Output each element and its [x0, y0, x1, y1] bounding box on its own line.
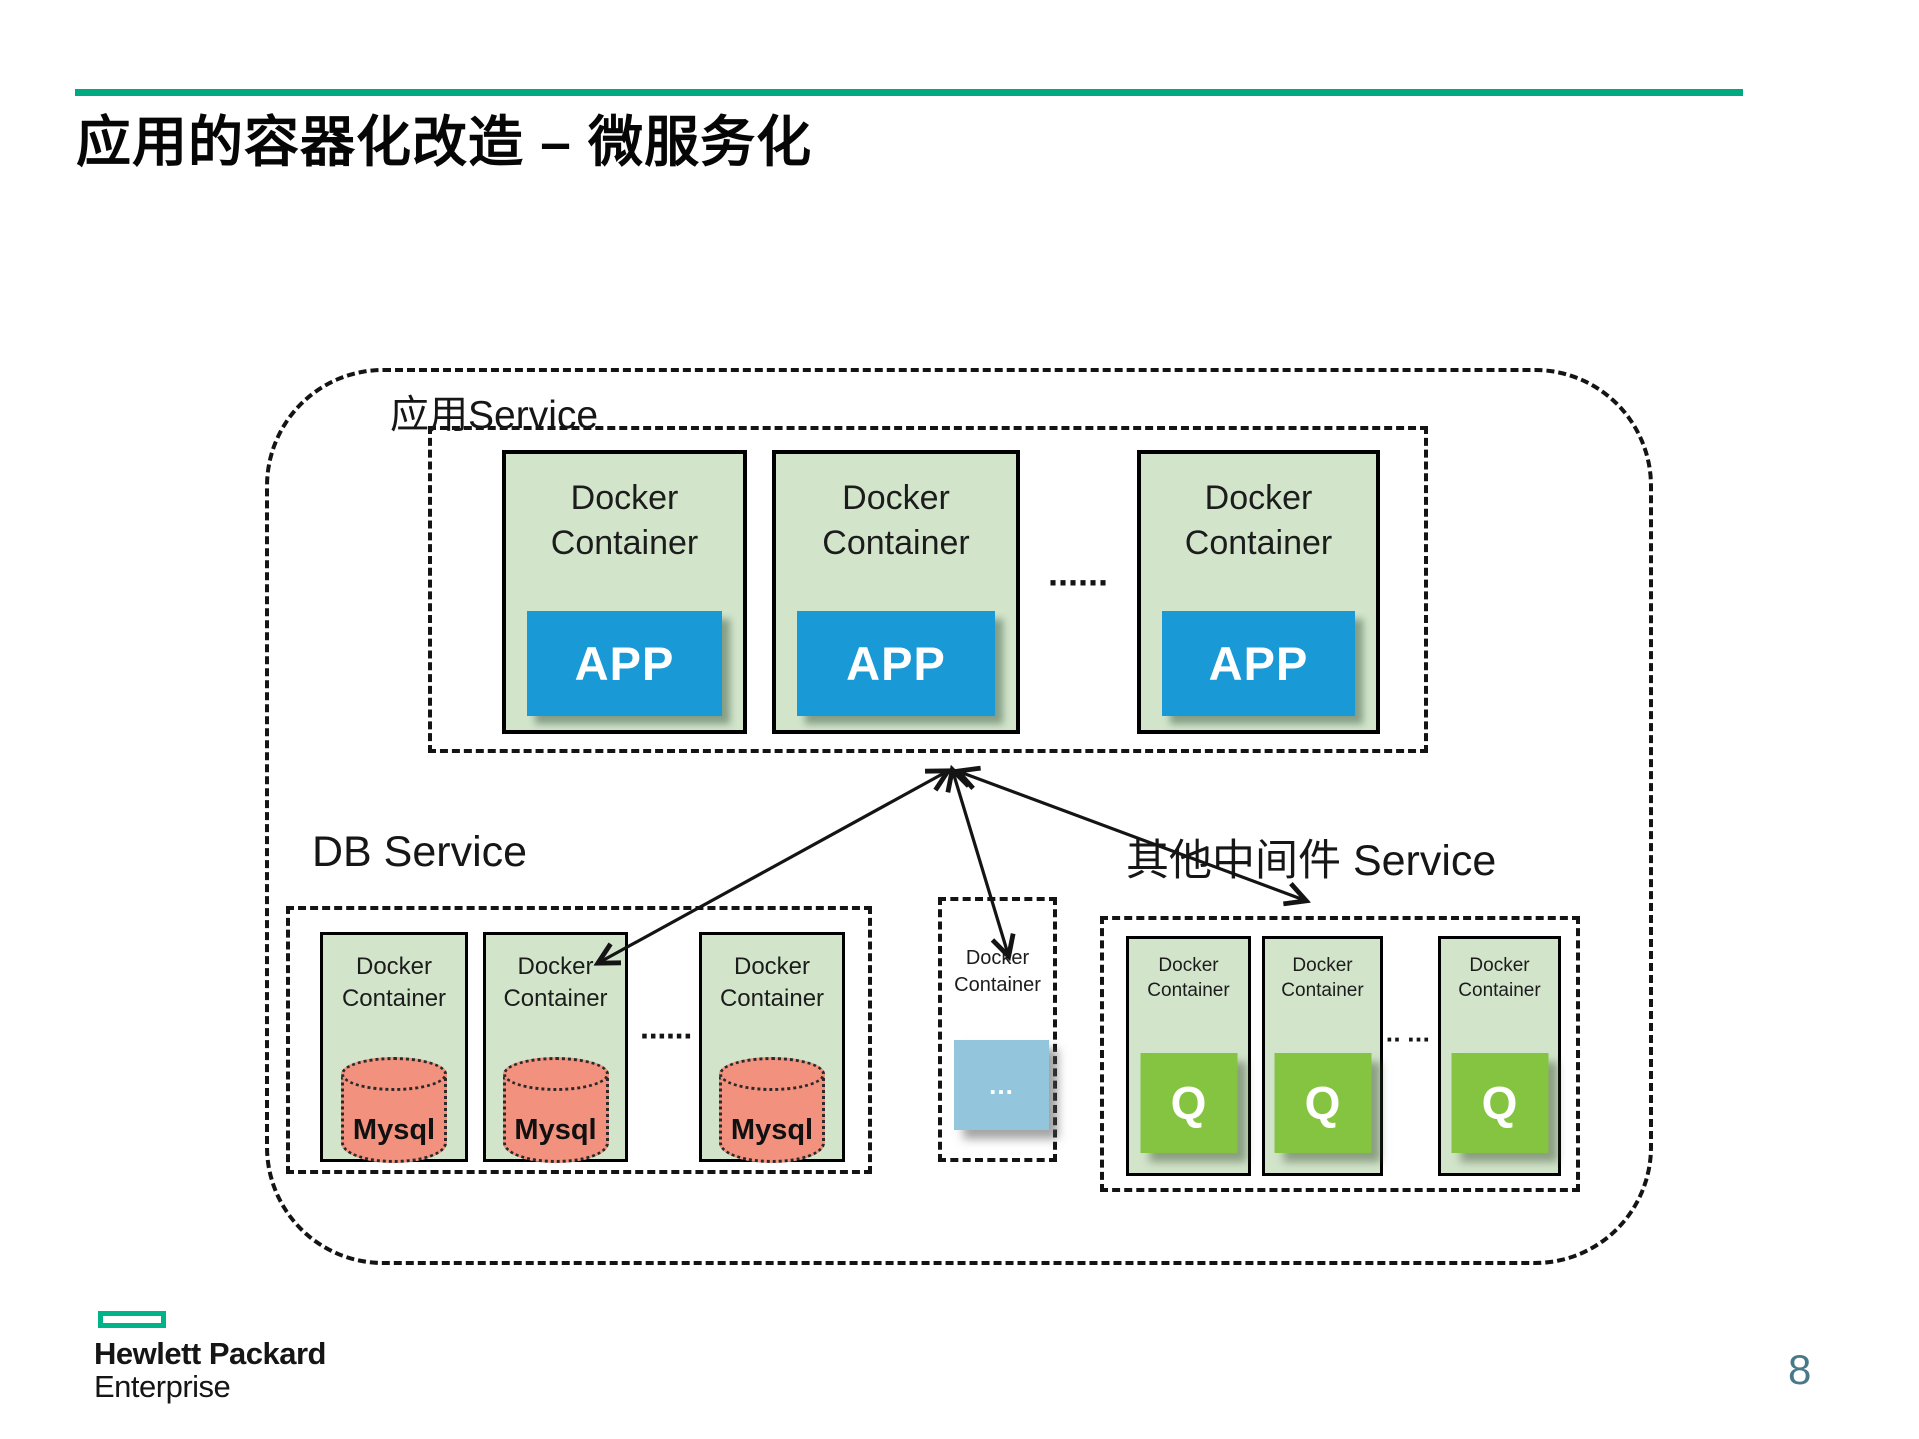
queue-box-3: Q — [1451, 1053, 1548, 1153]
middleware-docker-container: Docker Container ... — [938, 897, 1057, 1162]
accent-line — [75, 89, 1743, 96]
mq-docker-container-2: Docker Container Q — [1262, 936, 1383, 1176]
queue-box-label: Q — [1481, 1077, 1518, 1129]
db-service-label: DB Service — [312, 828, 528, 876]
app-docker-container-1: Docker Container APP — [502, 450, 747, 734]
docker-container-title: Docker Container — [503, 953, 608, 1012]
page-number: 8 — [1788, 1346, 1812, 1393]
app-docker-container-3: Docker Container APP — [1137, 450, 1380, 734]
db-service-group — [286, 906, 872, 1174]
db-ellipsis: ······ — [640, 1018, 694, 1054]
mq-docker-container-3: Docker Container Q — [1438, 936, 1561, 1176]
mysql-cylinder-2: Mysql — [502, 1057, 609, 1163]
microservices-boundary — [265, 368, 1653, 1265]
queue-box-2: Q — [1274, 1053, 1371, 1153]
page-title: 应用的容器化改造 – 微服务化 — [76, 111, 813, 173]
mq-service-group — [1100, 916, 1580, 1192]
db-docker-container-1: Docker Container Mysql — [320, 932, 468, 1163]
app-ellipsis: ······ — [1048, 562, 1110, 603]
app-box-label: APP — [1208, 637, 1309, 690]
queue-box-label: Q — [1170, 1077, 1207, 1129]
mysql-cylinder-3: Mysql — [719, 1057, 825, 1163]
mq-ellipsis: ·· ··· — [1385, 1024, 1432, 1054]
mq-docker-container-1: Docker Container Q — [1126, 936, 1251, 1176]
app-docker-container-2: Docker Container APP — [772, 450, 1020, 734]
docker-container-title: Docker Container — [1458, 955, 1541, 1002]
hpe-logo-text-1: Hewlett Packard — [94, 1336, 327, 1371]
cylinder-top — [502, 1057, 609, 1091]
app-box-2: APP — [797, 611, 995, 716]
app-box-1: APP — [527, 611, 722, 716]
queue-box-label: Q — [1304, 1077, 1341, 1129]
docker-container-title: Docker Container — [1147, 955, 1230, 1002]
cylinder-top — [719, 1057, 825, 1091]
app-box-label: APP — [574, 637, 675, 690]
mysql-label: Mysql — [514, 1114, 597, 1146]
db-docker-container-2: Docker Container Mysql — [483, 932, 628, 1163]
middleware-box: ... — [954, 1040, 1049, 1130]
docker-container-title: Docker Container — [822, 479, 970, 562]
app-box-label: APP — [846, 637, 946, 690]
docker-container-title: Docker Container — [719, 953, 825, 1012]
cylinder-top — [341, 1057, 447, 1091]
app-box-3: APP — [1162, 611, 1355, 716]
docker-container-title: Docker Container — [1281, 955, 1364, 1002]
queue-box-1: Q — [1140, 1053, 1237, 1153]
docker-container-title: Docker Container — [341, 953, 447, 1012]
mysql-cylinder-1: Mysql — [341, 1057, 447, 1163]
mysql-label: Mysql — [352, 1114, 436, 1146]
hpe-logo-mark — [98, 1311, 166, 1328]
mysql-label: Mysql — [730, 1114, 814, 1146]
docker-container-title: Docker Container — [1184, 479, 1333, 562]
app-service-group — [428, 426, 1428, 753]
docker-container-title: Docker Container — [550, 479, 699, 562]
hpe-logo-text-2: Enterprise — [94, 1369, 231, 1404]
middleware-box-label: ... — [989, 1069, 1014, 1100]
app-service-label: 应用Service — [390, 394, 599, 437]
db-docker-container-3: Docker Container Mysql — [699, 932, 845, 1163]
docker-container-title: Docker Container — [954, 947, 1041, 996]
mq-service-label: 其他中间件 Service — [1126, 837, 1497, 885]
